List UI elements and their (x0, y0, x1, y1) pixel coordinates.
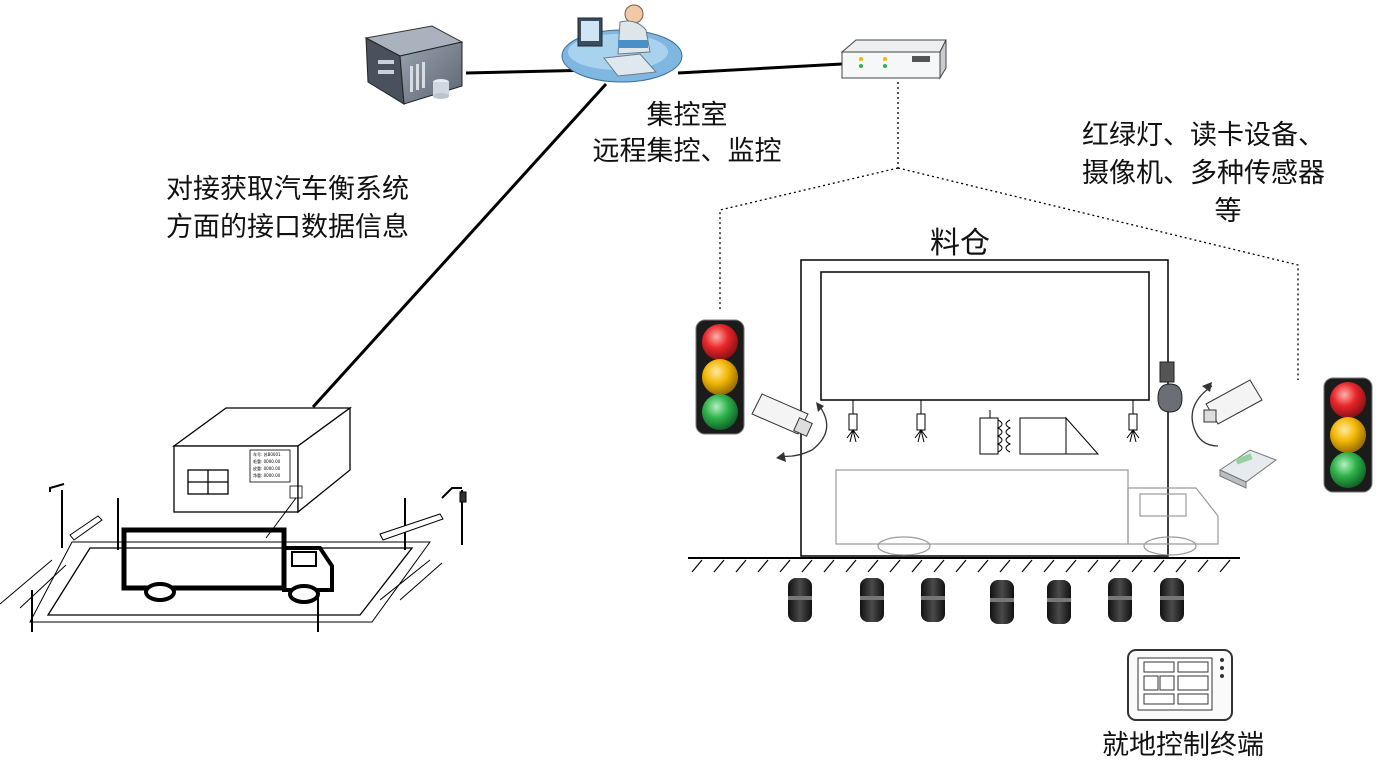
scale-readout-line4: 净重: 0000.00 (253, 472, 281, 478)
camera-icon-left (751, 393, 828, 462)
weighbridge-scene (0, 406, 467, 632)
devices-note-line1: 红绿灯、读卡设备、 (1082, 120, 1325, 151)
control-room-title: 集控室 (646, 100, 728, 131)
sensor-bell-icon (1157, 361, 1183, 413)
beam-sensor-icon (990, 580, 1014, 624)
beam-sensor-icon (1108, 578, 1132, 622)
control-room-subtitle: 远程集控、监控 (592, 136, 782, 167)
beam-sensor-icon (860, 578, 884, 622)
scale-readout-line3: 皮重: 0000.00 (253, 465, 281, 471)
dotted-links-devices (719, 82, 1299, 380)
network-switch-icon (840, 39, 947, 80)
scale-interface-note-line1: 对接获取汽车衡系统 (166, 174, 409, 205)
camera-icon-right (1191, 379, 1263, 447)
beam-sensor-icon (1047, 580, 1071, 624)
devices-note-line2: 摄像机、多种传感器 (1082, 158, 1325, 189)
silo-building (688, 259, 1240, 573)
ground-sensor-row (788, 578, 1184, 624)
local-terminal-label: 就地控制终端 (1102, 730, 1264, 761)
server-icon (364, 25, 464, 105)
beam-sensor-icon (1160, 578, 1184, 622)
scale-readout-line2: 毛重: 0000.00 (253, 458, 281, 464)
beam-sensor-icon (921, 578, 945, 622)
link-controlroom-switch (677, 62, 843, 75)
local-terminal-icon (1127, 649, 1233, 721)
devices-note-line3: 等 (1214, 196, 1242, 227)
scale-interface-note-line2: 方面的接口数据信息 (166, 212, 409, 243)
scale-display-readout: 车号: 苏B0001 毛重: 0000.00 皮重: 0000.00 净重: 0… (253, 451, 281, 478)
operator-desk-icon (561, 4, 683, 83)
traffic-light-right (1323, 377, 1373, 493)
traffic-light-left (695, 319, 745, 435)
scale-readout-line1: 车号: 苏B0001 (253, 451, 281, 457)
link-controlroom-scale (311, 82, 608, 409)
card-reader-icon (1218, 449, 1278, 489)
silo-label: 料仓 (930, 226, 990, 261)
beam-sensor-icon (788, 578, 812, 622)
